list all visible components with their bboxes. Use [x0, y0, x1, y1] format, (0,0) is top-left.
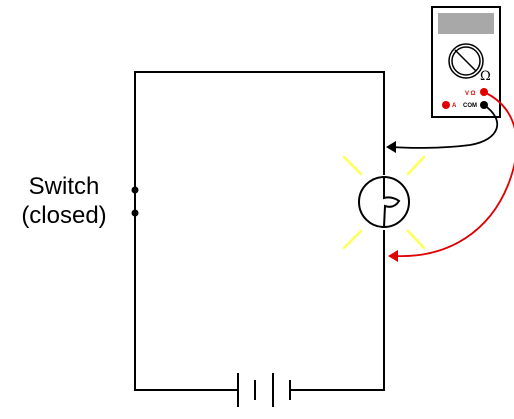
switch-contact-top [131, 186, 139, 194]
switch-label-line2: (closed) [21, 202, 107, 229]
lamp-glow [342, 155, 426, 250]
glow-ray-bottom-right [406, 229, 426, 250]
amp-jack-label: A [452, 103, 457, 109]
black-test-lead [391, 104, 498, 149]
battery [237, 373, 291, 407]
switch-label-line1: Switch [28, 173, 100, 200]
volt-ohm-jack-label: V Ω [465, 91, 476, 97]
amp-jack [442, 101, 450, 109]
glow-ray-bottom-left [342, 229, 363, 250]
range-symbol-label: Ω [480, 69, 491, 84]
selector-pointer [454, 49, 477, 72]
switch-contact-bottom [131, 209, 139, 217]
wire-right-lower [289, 230, 385, 391]
switch-label: Switch (closed) [0, 172, 128, 230]
lamp [358, 176, 410, 228]
glow-ray-top-right [406, 155, 426, 176]
test-leads [386, 91, 514, 262]
red-lead-arrowhead [388, 250, 398, 262]
circuit-wiring [134, 71, 385, 391]
red-test-lead [395, 91, 514, 257]
multimeter-display [438, 13, 494, 34]
switch [131, 186, 139, 217]
glow-ray-top-left [342, 155, 363, 176]
wire-left-top [134, 71, 385, 191]
com-jack-label: COM [463, 103, 477, 109]
lamp-filament [383, 177, 401, 228]
multimeter: Ω V Ω A COM [431, 6, 501, 118]
black-lead-arrowhead [386, 141, 396, 153]
wire-left-lower [134, 212, 239, 391]
